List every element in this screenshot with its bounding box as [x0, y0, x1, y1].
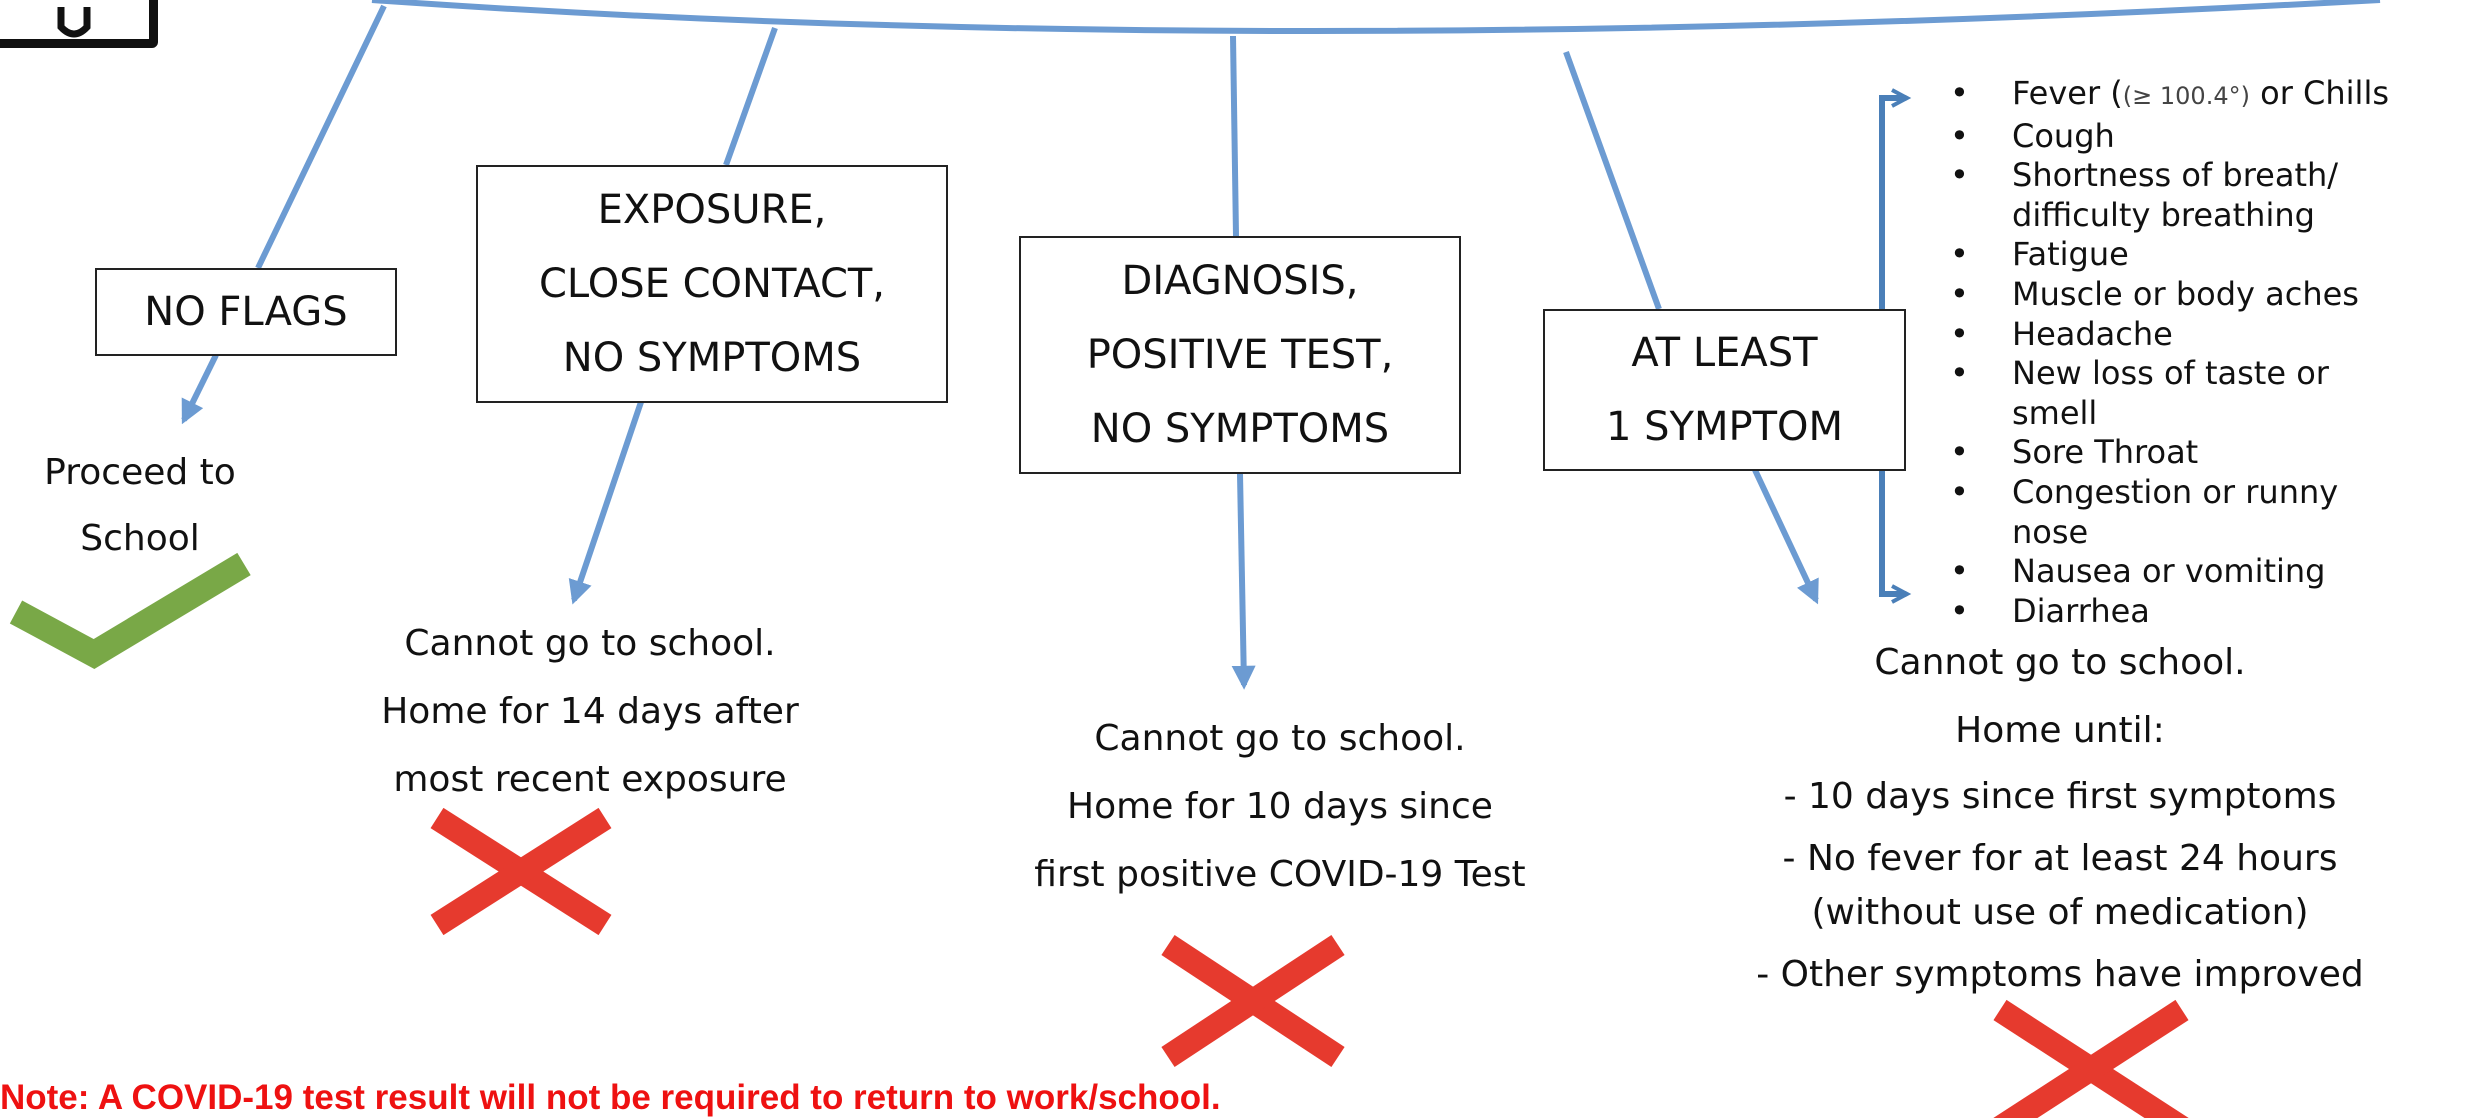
- outcome-symptom: Cannot go to school. Home until: - 10 da…: [1660, 636, 2460, 1002]
- note-text: Note: A COVID-19 test result will not be…: [0, 1078, 1221, 1117]
- outcome-line: most recent exposure: [393, 759, 787, 800]
- box-line: POSITIVE TEST,: [1086, 332, 1394, 378]
- x-mark-icon: [1993, 999, 2189, 1118]
- box-line: AT LEAST: [1631, 330, 1818, 376]
- box-line: CLOSE CONTACT,: [538, 261, 886, 307]
- outcome-line: (without use of medication): [1811, 892, 2309, 933]
- symptom-item: New loss of taste or: [1950, 354, 2389, 394]
- symptom-list: Fever ((≥ 100.4°) or Chills Cough Shortn…: [1950, 74, 2389, 631]
- outcome-line: Proceed to: [44, 452, 236, 493]
- box-diagnosis: DIAGNOSIS, POSITIVE TEST, NO SYMPTOMS: [1019, 236, 1461, 474]
- outcome-line: Cannot go to school.: [1094, 718, 1466, 759]
- symptom-item: Fatigue: [1950, 235, 2389, 275]
- box-no-flags: NO FLAGS: [95, 268, 397, 356]
- symptom-item-continuation: difficulty breathing: [2012, 195, 2315, 234]
- box-symptom: AT LEAST 1 SYMPTOM: [1543, 309, 1906, 471]
- symptom-item: Headache: [1950, 315, 2389, 355]
- symptom-item: Muscle or body aches: [1950, 275, 2389, 315]
- symptom-item: Cough: [1950, 117, 2389, 157]
- symptom-item: Nausea or vomiting: [1950, 552, 2389, 592]
- symptom-item: Diarrhea: [1950, 592, 2389, 632]
- box-line: NO SYMPTOMS: [1090, 406, 1390, 452]
- outcome-line: Home for 14 days after: [381, 691, 799, 732]
- outcome-line: Home for 10 days since: [1067, 786, 1493, 827]
- symptom-item-continuation: nose: [2012, 512, 2089, 551]
- arrow-no-flags: [181, 353, 219, 425]
- symptom-fever-prefix: Fever (: [2012, 74, 2123, 112]
- symptom-item-continuation: smell: [2012, 393, 2098, 432]
- box-exposure: EXPOSURE, CLOSE CONTACT, NO SYMPTOMS: [476, 165, 948, 403]
- arrow-diagnosis: [1231, 473, 1256, 690]
- outcome-line: Home until:: [1955, 710, 2165, 751]
- x-mark-icon: [430, 807, 612, 936]
- box-line: NO FLAGS: [144, 289, 348, 335]
- connector-symptom: [1563, 50, 1662, 311]
- symptom-item: Fever ((≥ 100.4°) or Chills: [1950, 74, 2389, 117]
- box-line: NO SYMPTOMS: [562, 335, 862, 381]
- box-line: 1 SYMPTOM: [1605, 404, 1844, 450]
- symptom-item: Shortness of breath/: [1950, 156, 2389, 196]
- symptom-fever-suffix: or Chills: [2249, 74, 2389, 112]
- symptom-item: Sore Throat: [1950, 433, 2389, 473]
- arrow-exposure: [568, 401, 644, 605]
- box-line: EXPOSURE,: [597, 187, 827, 233]
- symptom-item: Congestion or runny: [1950, 473, 2389, 513]
- outcome-no-flags: Proceed to School: [0, 440, 280, 572]
- outcome-diagnosis: Cannot go to school. Home for 10 days si…: [960, 705, 1600, 909]
- checkmark-icon: [9, 552, 251, 669]
- outcome-line: Cannot go to school.: [404, 623, 776, 664]
- outcome-line: Cannot go to school.: [1874, 642, 2246, 683]
- x-mark-icon: [1161, 934, 1345, 1068]
- logo-icon: [0, 0, 158, 48]
- fever-temperature: (≥ 100.4°): [2122, 82, 2250, 110]
- outcome-line: - 10 days since first symptoms: [1783, 776, 2337, 817]
- connector-no-flags: [255, 4, 387, 270]
- outcome-line: School: [80, 518, 200, 559]
- connector-diagnosis: [1230, 35, 1239, 237]
- box-line: DIAGNOSIS,: [1121, 258, 1359, 304]
- outcome-line: - No fever for at least 24 hours: [1782, 838, 2338, 879]
- outcome-line: - Other symptoms have improved: [1756, 954, 2364, 995]
- outcome-exposure: Cannot go to school. Home for 14 days af…: [290, 610, 890, 814]
- outcome-line: first positive COVID-19 Test: [1034, 854, 1526, 895]
- top-arc-connector: [371, 0, 2381, 34]
- connector-exposure: [723, 26, 778, 167]
- arrow-symptom: [1752, 468, 1819, 605]
